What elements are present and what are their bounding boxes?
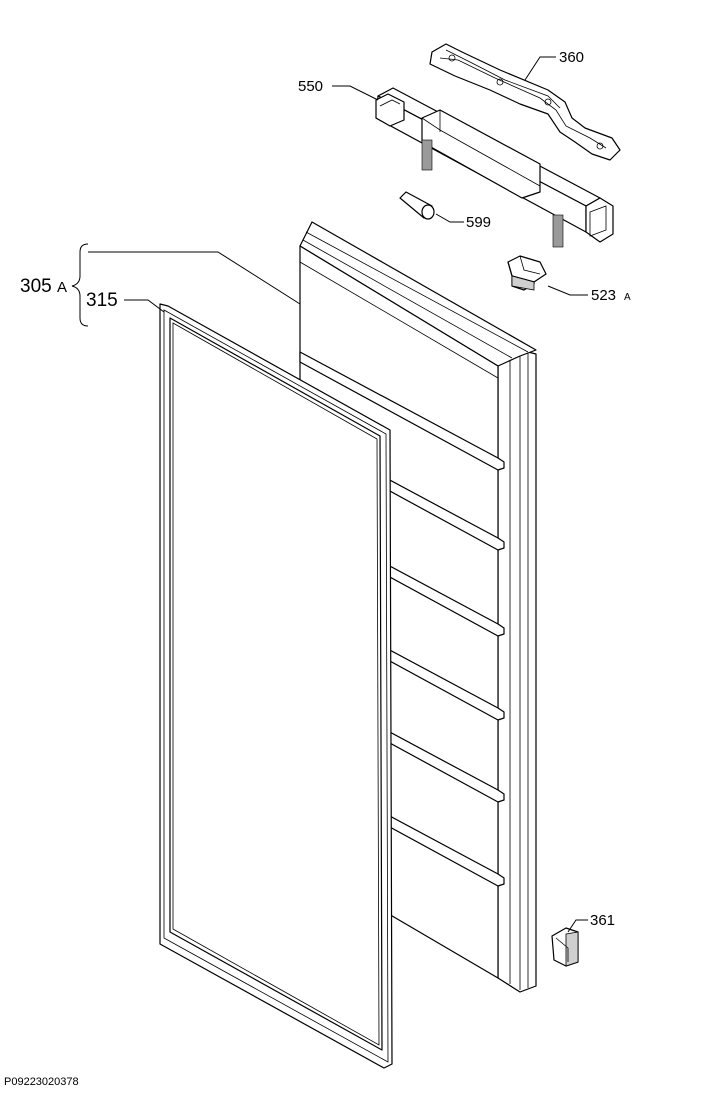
callout-305-suffix: A [57, 279, 67, 296]
hinge-bracket-360 [429, 43, 621, 161]
callout-361: 361 [590, 912, 615, 929]
top-profile-550 [375, 87, 614, 248]
callout-523: 523 [591, 287, 616, 304]
callout-315: 315 [86, 290, 118, 311]
leader-550 [332, 85, 379, 101]
callout-550: 550 [298, 78, 323, 95]
callout-305: 305 [20, 276, 52, 297]
callout-360: 360 [559, 49, 584, 66]
leader-523a [547, 285, 588, 296]
bracket-305a [71, 243, 89, 327]
hinge-block-523a [507, 255, 547, 291]
clip-361 [551, 927, 579, 967]
threaded-stud-left [421, 139, 433, 171]
leader-599 [435, 213, 464, 223]
leader-315 [124, 299, 165, 313]
pin-599 [399, 191, 435, 220]
threaded-stud-right [552, 214, 564, 248]
leader-361 [567, 919, 588, 933]
door-gasket-315 [159, 303, 393, 1069]
leader-360 [524, 56, 556, 81]
drawing-id: P09223020378 [4, 1076, 79, 1088]
callout-523-suffix: A [624, 292, 631, 303]
callout-599: 599 [466, 214, 491, 231]
leader-305a [88, 251, 301, 305]
